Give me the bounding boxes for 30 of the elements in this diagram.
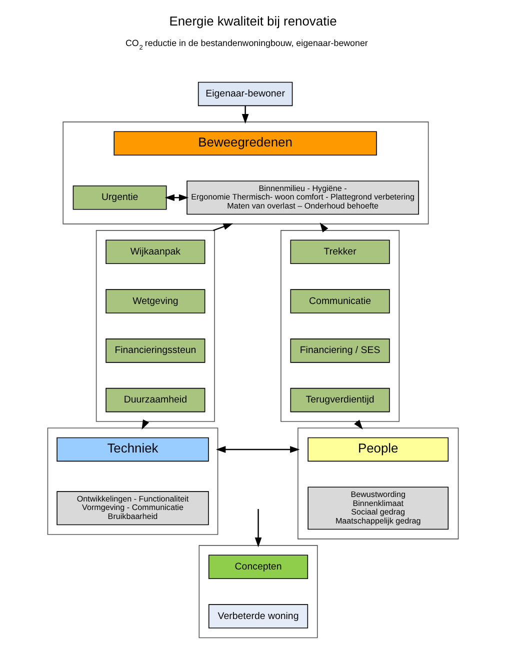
arrow — [216, 446, 300, 453]
arrow — [164, 194, 189, 202]
node-box: Concepten — [208, 554, 308, 580]
cluster — [198, 545, 318, 638]
node-box: Financieringssteun — [106, 338, 206, 363]
node-box: Wijkaanpak — [106, 240, 206, 264]
node-box: Duurzaamheid — [106, 388, 206, 412]
node-box: Trekker — [290, 240, 390, 264]
node-box: Verbeterde woning — [208, 604, 308, 628]
cluster — [47, 428, 218, 535]
node-box: Financiering / SES — [290, 338, 390, 363]
cluster — [96, 230, 215, 422]
arrow — [242, 106, 249, 124]
node-box: Bewustwording Binnenklimaat Sociaal gedrag Maatschappelijk gedrag — [308, 486, 449, 530]
node-box: Techniek — [56, 437, 209, 462]
node-box: Beweegredenen — [114, 131, 377, 156]
node-box: Communicatie — [290, 289, 390, 314]
node-box: Terugverdientijd — [290, 388, 390, 412]
diagram-title: Energie kwaliteit bij renovatie — [169, 13, 337, 28]
arrow — [254, 509, 262, 548]
node-box: Urgentie — [72, 185, 167, 210]
cluster — [298, 428, 459, 540]
node-box: Wetgeving — [106, 289, 206, 314]
cluster — [62, 122, 429, 224]
node-box: People — [308, 437, 449, 462]
arrow — [213, 223, 234, 231]
label: CO$_{2}$ reductie in de bestandenwoningbouw, eigenaar-bewoner — [125, 38, 368, 52]
node-box: Eigenaar-bewoner — [198, 82, 293, 106]
node-box: Ontwikkelingen - Functionaliteit Vormgeving - Communicatie Bruikbaarheid — [56, 491, 209, 526]
node-box: Binnenmilieu - Hygiëne - Ergonomie Thermisch- woon comfort - Plattegrond verbetering Maten van overlast – Onderhoud behoefte — [186, 180, 419, 215]
